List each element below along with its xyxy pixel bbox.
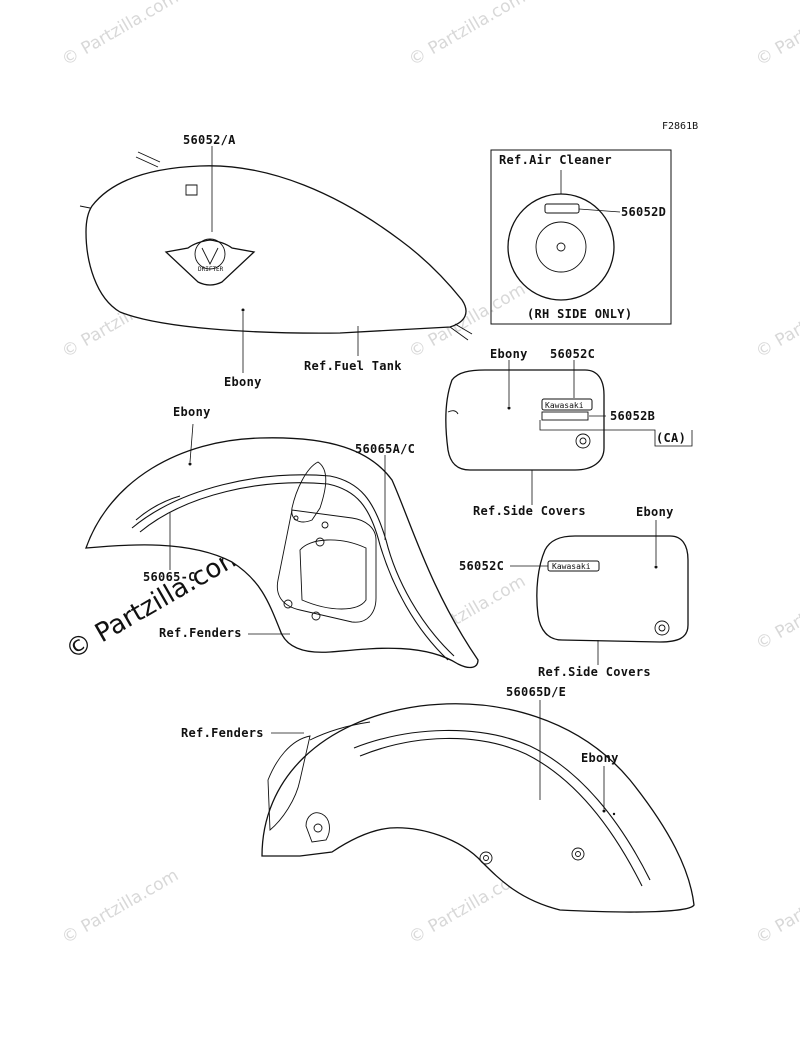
label-side-covers-ref-top: Ref.Side Covers [473,504,586,518]
label-front-fender-color: Ebony [173,405,211,419]
label-side-cover-color-bottom: Ebony [636,505,674,519]
label-air-cleaner-ref: Ref.Air Cleaner [499,153,612,167]
label-tank-emblem: 56052/A [183,133,236,147]
fuel-tank-illustration: DRIFTER [79,151,473,341]
watermark: © Partzilla.com [59,0,183,70]
label-rear-fender-stripe: 56065D/E [506,685,566,699]
ca-decal-icon [541,411,589,421]
watermark: © Partzilla.com [753,279,800,362]
figure-code: F2861B [662,121,698,132]
label-rear-fenders-ref: Ref.Fenders [181,726,264,740]
emblem-text: Kawasaki [545,401,584,410]
watermark: © Partzilla.com [406,0,530,70]
label-front-fenders-ref: Ref.Fenders [159,626,242,640]
watermark: © Partzilla.com [753,865,800,948]
watermark: © Partzilla.com [753,0,800,70]
label-rear-fender-color: Ebony [581,751,619,765]
rear-fender [261,703,695,913]
label-side-covers-ref-bottom: Ref.Side Covers [538,665,651,679]
label-front-fender-stripe-left: 56065-C [143,570,196,584]
watermark-large: © Partzilla.com [61,540,250,666]
label-fuel-tank-ref: Ref.Fuel Tank [304,359,402,373]
side-cover-bottom: Kawasaki [536,535,689,643]
label-ca-note: (CA) [656,431,686,445]
label-air-cleaner-emblem: 56052D [621,205,666,219]
emblem-text: Kawasaki [552,562,591,571]
label-side-cover-decal-ca: 56052B [610,409,655,423]
label-side-cover-emblem-top: 56052C [550,347,595,361]
label-front-fender-stripe-ac: 56065A/C [355,442,415,456]
label-rh-side-only: (RH SIDE ONLY) [527,307,632,321]
tank-emblem-icon [164,239,256,286]
label-side-cover-emblem-bottom: 56052C [459,559,504,573]
label-tank-color: Ebony [224,375,262,389]
front-fender [85,437,479,669]
emblem-text: DRIFTER [198,266,224,273]
watermark: © Partzilla.com [59,865,183,948]
side-cover-top: Kawasaki [445,369,605,471]
watermark: © Partzilla.com [753,571,800,654]
label-side-cover-color-top: Ebony [490,347,528,361]
air-cleaner-panel: Ref.Air Cleaner 56052D (RH SIDE ONLY) [490,149,672,325]
kawasaki-emblem-icon [541,398,593,411]
air-cleaner-emblem-icon [544,203,580,214]
